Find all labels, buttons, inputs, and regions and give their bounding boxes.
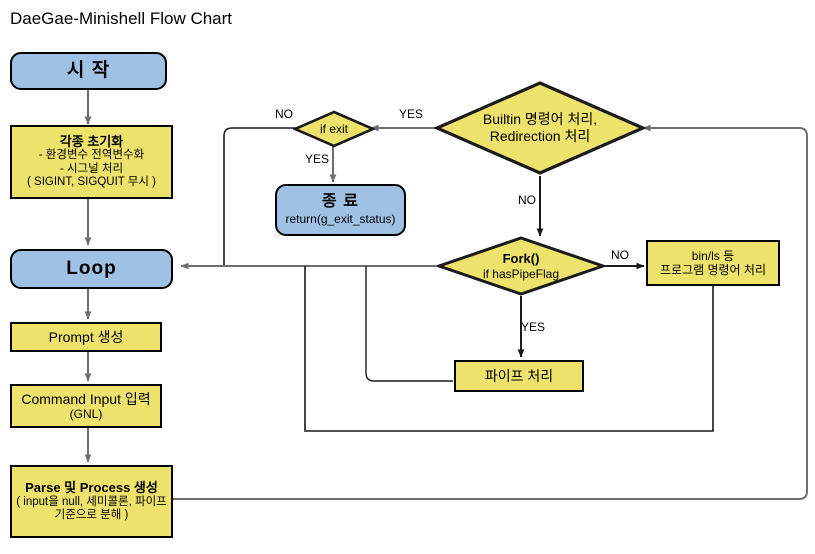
node-if-exit-decision[interactable]: if exit	[293, 110, 375, 148]
diamond-shape-builtin	[434, 81, 646, 175]
node-init-title: 각종 초기화	[59, 133, 124, 149]
node-pipe[interactable]: 파이프 처리	[454, 360, 584, 392]
node-init-line1: - 환경변수 전역변수화	[38, 149, 145, 162]
node-builtin-label-group: Builtin 명령어 처리, Redirection 처리	[483, 111, 597, 145]
edge-ifexit-no-to-loop	[181, 127, 296, 267]
node-program-line1: bin/ls 등	[691, 248, 735, 263]
node-prompt-label: Prompt 생성	[48, 328, 124, 345]
edge-parse-to-builtin	[167, 124, 808, 500]
edge-label-if-exit-yes: YES	[305, 152, 330, 166]
node-builtin-decision[interactable]: Builtin 명령어 처리, Redirection 처리	[434, 80, 646, 176]
node-exit[interactable]: 종 료 return(g_exit_status)	[275, 184, 406, 236]
edge-label-builtin-no: NO	[518, 193, 536, 207]
node-parse-line2: 기준으로 분해 )	[54, 509, 129, 522]
node-fork-decision[interactable]: Fork() if hasPipeFlag	[437, 236, 605, 296]
edge-pipe-to-loopfeed	[365, 266, 453, 382]
node-parse[interactable]: Parse 및 Process 생성 ( input을 null, 세미콜론, …	[10, 465, 173, 538]
node-if-exit-label: if exit	[319, 121, 348, 136]
edge-label-fork-no: NO	[611, 248, 629, 262]
edge-label-fork-yes: YES	[521, 320, 546, 334]
page-title: DaeGae-Minishell Flow Chart	[10, 9, 233, 28]
node-command-input-line1: Command Input 입력	[21, 390, 151, 407]
node-init-line2: - 시그널 처리	[59, 162, 124, 175]
diamond-shape-if-exit	[293, 110, 375, 148]
node-loop-label: Loop	[66, 257, 117, 279]
node-exit-title: 종 료	[322, 193, 359, 211]
node-parse-title: Parse 및 Process 생성	[25, 480, 158, 496]
edge-label-builtin-yes: YES	[399, 107, 424, 121]
node-pipe-label: 파이프 처리	[484, 367, 554, 384]
node-start[interactable]: 시 작	[10, 52, 167, 90]
node-command-input[interactable]: Command Input 입력 (GNL)	[10, 384, 162, 428]
diamond-shape-fork	[437, 236, 605, 296]
node-fork-title: Fork()	[502, 251, 540, 266]
node-exit-line1: return(g_exit_status)	[285, 212, 396, 227]
node-program-command[interactable]: bin/ls 등 프로그램 명령어 처리	[646, 240, 780, 286]
node-builtin-line2: Redirection 처리	[489, 128, 591, 144]
node-parse-line1: ( input을 null, 세미콜론, 파이프	[16, 495, 167, 508]
node-start-label: 시 작	[66, 59, 111, 81]
edge-program-to-loopfeed	[304, 266, 714, 432]
node-program-line2: 프로그램 명령어 처리	[659, 263, 767, 277]
node-init[interactable]: 각종 초기화 - 환경변수 전역변수화 - 시그널 처리 ( SIGINT, S…	[10, 125, 173, 199]
edge-label-if-exit-no: NO	[275, 107, 293, 121]
node-builtin-line1: Builtin 명령어 처리,	[482, 111, 598, 128]
node-fork-label-group: Fork() if hasPipeFlag	[483, 251, 559, 281]
node-fork-line1: if hasPipeFlag	[482, 266, 560, 281]
node-if-exit-label-group: if exit	[320, 122, 348, 136]
node-command-input-line2: (GNL)	[69, 407, 103, 422]
node-prompt[interactable]: Prompt 생성	[10, 322, 162, 352]
node-init-line3: ( SIGINT, SIGQUIT 무시 )	[27, 176, 156, 189]
node-loop[interactable]: Loop	[10, 249, 173, 289]
